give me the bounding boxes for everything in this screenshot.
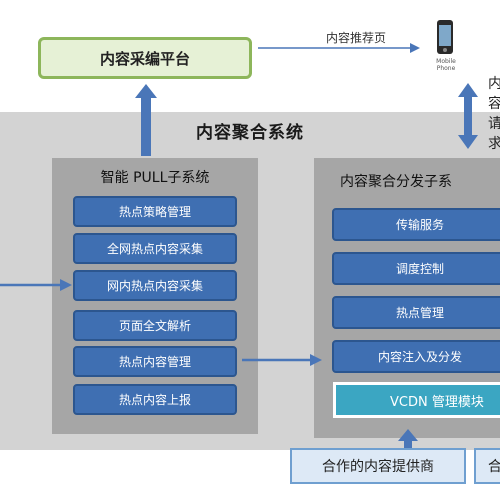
recommend-page-label: 内容推荐页 — [325, 31, 386, 45]
content-provider-box: 合作的内容提供商 — [290, 448, 466, 484]
pull-to-distribution-arrow — [242, 354, 322, 366]
system-title: 内容聚合系统 — [196, 123, 304, 143]
vcdn-management-module: VCDN 管理模块 — [333, 382, 500, 418]
distribution-subsystem-title: 内容聚合分发子系 — [340, 174, 452, 190]
left-input-arrow — [0, 279, 72, 291]
content-request-arrow — [458, 83, 478, 149]
recommend-page-arrow-head — [410, 43, 420, 53]
pull-item-hotspot-strategy: 热点策略管理 — [73, 196, 237, 227]
dist-item-hotspot-management: 热点管理 — [332, 296, 500, 329]
dist-item-scheduling-control: 调度控制 — [332, 252, 500, 285]
pull-to-platform-arrow — [135, 84, 157, 156]
content-request-label: 内容请求 — [488, 76, 500, 152]
pull-item-hotspot-management: 热点内容管理 — [73, 346, 237, 377]
pull-item-local-collection: 网内热点内容采集 — [73, 270, 237, 301]
mobile-phone-label: Mobile Phone — [436, 58, 456, 72]
dist-item-transport-service: 传输服务 — [332, 208, 500, 241]
provider-to-vcdn-arrow — [398, 429, 418, 448]
pull-item-hotspot-report: 热点内容上报 — [73, 384, 237, 415]
pull-item-global-collection: 全网热点内容采集 — [73, 233, 237, 264]
dist-item-injection-distribution: 内容注入及分发 — [332, 340, 500, 373]
content-provider-box-2: 合 — [474, 448, 500, 484]
mobile-phone-icon — [437, 20, 453, 54]
pull-subsystem-title: 智能 PULL子系统 — [100, 170, 210, 186]
content-editing-platform-box: 内容采编平台 — [38, 37, 252, 79]
pull-item-page-parsing: 页面全文解析 — [73, 310, 237, 341]
